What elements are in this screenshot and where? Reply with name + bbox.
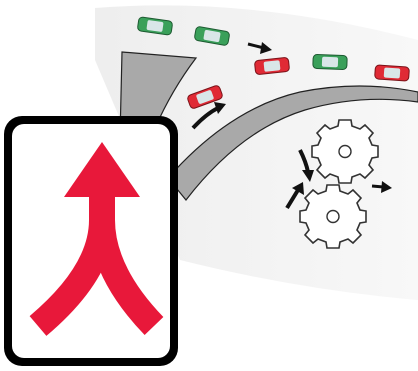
arrow-merge-icon: [191, 102, 226, 130]
gear-upper-icon: [311, 119, 379, 184]
car-green-1: [137, 16, 173, 36]
merge-arrow-icon: [29, 142, 164, 336]
car-red-3: [374, 64, 410, 82]
gear-arrow-right-icon: [371, 181, 392, 193]
main-road: [167, 85, 418, 201]
car-green-3: [312, 54, 348, 70]
gear-arrow-left-icon: [285, 182, 304, 210]
car-red-1: [187, 85, 223, 109]
arrow-right-icon: [247, 42, 272, 54]
gear-arrow-top-icon: [298, 149, 314, 182]
merge-sign: [4, 116, 178, 366]
car-green-2: [194, 26, 230, 46]
gear-lower-icon: [299, 184, 367, 249]
car-red-2: [254, 57, 290, 75]
